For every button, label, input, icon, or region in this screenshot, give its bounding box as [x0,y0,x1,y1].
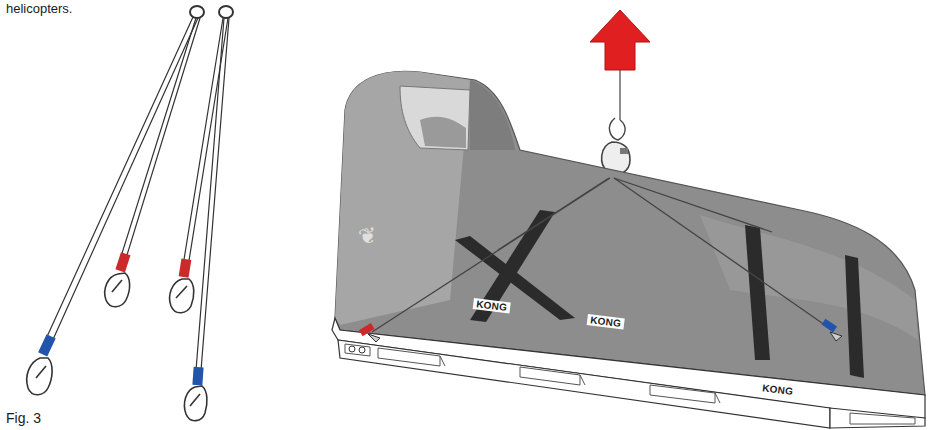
svg-text:❦: ❦ [357,222,379,250]
caption-text: helicopters. [6,1,72,16]
lifting-legs [372,178,832,332]
sling-bands [38,252,203,385]
carabiners [27,273,207,421]
lift-arrow [590,10,650,181]
stretcher-frame [332,318,925,428]
figure-number: Fig. 3 [6,410,41,426]
sling-set [40,6,233,383]
